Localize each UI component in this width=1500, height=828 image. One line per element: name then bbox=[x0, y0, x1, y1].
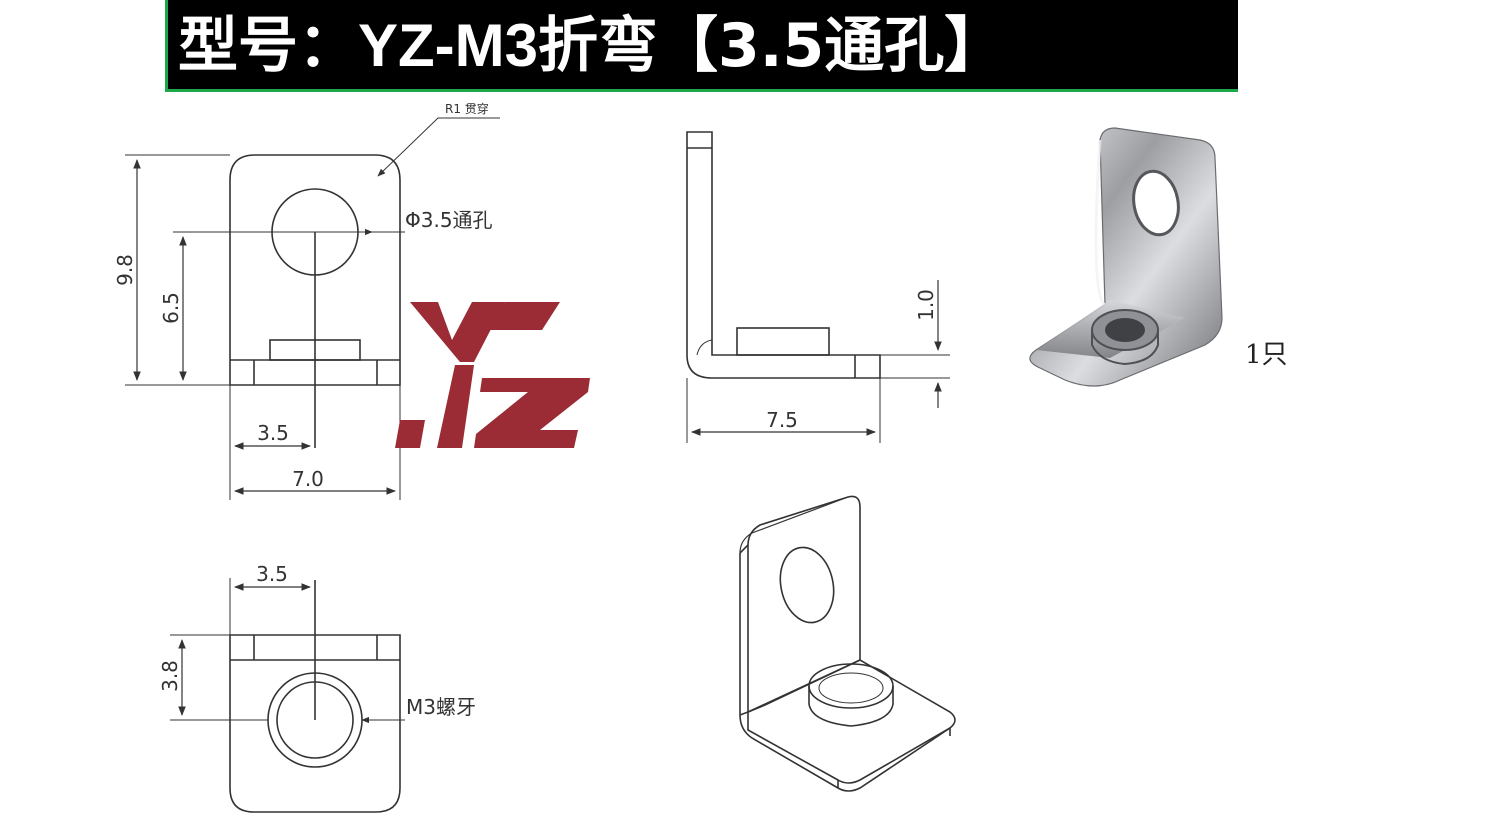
thread-note: M3螺牙 bbox=[406, 695, 476, 719]
title-bar bbox=[165, 0, 1238, 92]
iso-nut-top bbox=[808, 663, 894, 709]
dim-bottom-depth: 3.8 bbox=[158, 660, 182, 692]
front-outline bbox=[229, 154, 401, 386]
dim-side-thickness: 1.0 bbox=[914, 289, 938, 321]
iso-upright-front bbox=[747, 495, 861, 714]
product-photo bbox=[1029, 127, 1223, 387]
bottom-outline bbox=[229, 634, 401, 813]
dim-bottom-half-width: 3.5 bbox=[256, 562, 288, 586]
dim-side-depth: 7.5 bbox=[766, 408, 798, 432]
side-nut-profile bbox=[736, 327, 830, 356]
dim-front-hole-center: 6.5 bbox=[159, 292, 183, 324]
quantity-label: 1只 bbox=[1245, 340, 1288, 370]
photo-hole bbox=[1132, 169, 1180, 237]
title-prefix: 型号： bbox=[178, 11, 358, 81]
hole-note: Φ3.5通孔 bbox=[405, 208, 493, 232]
isometric-view bbox=[739, 495, 956, 792]
dim-front-half-width: 3.5 bbox=[257, 421, 289, 445]
dim-front-height: 9.8 bbox=[113, 254, 137, 286]
dim-front-width: 7.0 bbox=[292, 467, 324, 491]
radius-note: R1 贯穿 bbox=[445, 101, 489, 116]
brand-logo bbox=[395, 302, 590, 448]
iso-hole bbox=[779, 546, 835, 624]
side-outline bbox=[686, 131, 881, 379]
title-model: YZ-M3 bbox=[358, 12, 538, 79]
bottom-view bbox=[170, 578, 405, 813]
side-view bbox=[686, 131, 950, 443]
title-suffix: 折弯【3.5通孔】 bbox=[538, 11, 1005, 81]
page-title: 型号：YZ-M3折弯【3.5通孔】 bbox=[178, 6, 1004, 86]
iso-base bbox=[747, 659, 956, 784]
